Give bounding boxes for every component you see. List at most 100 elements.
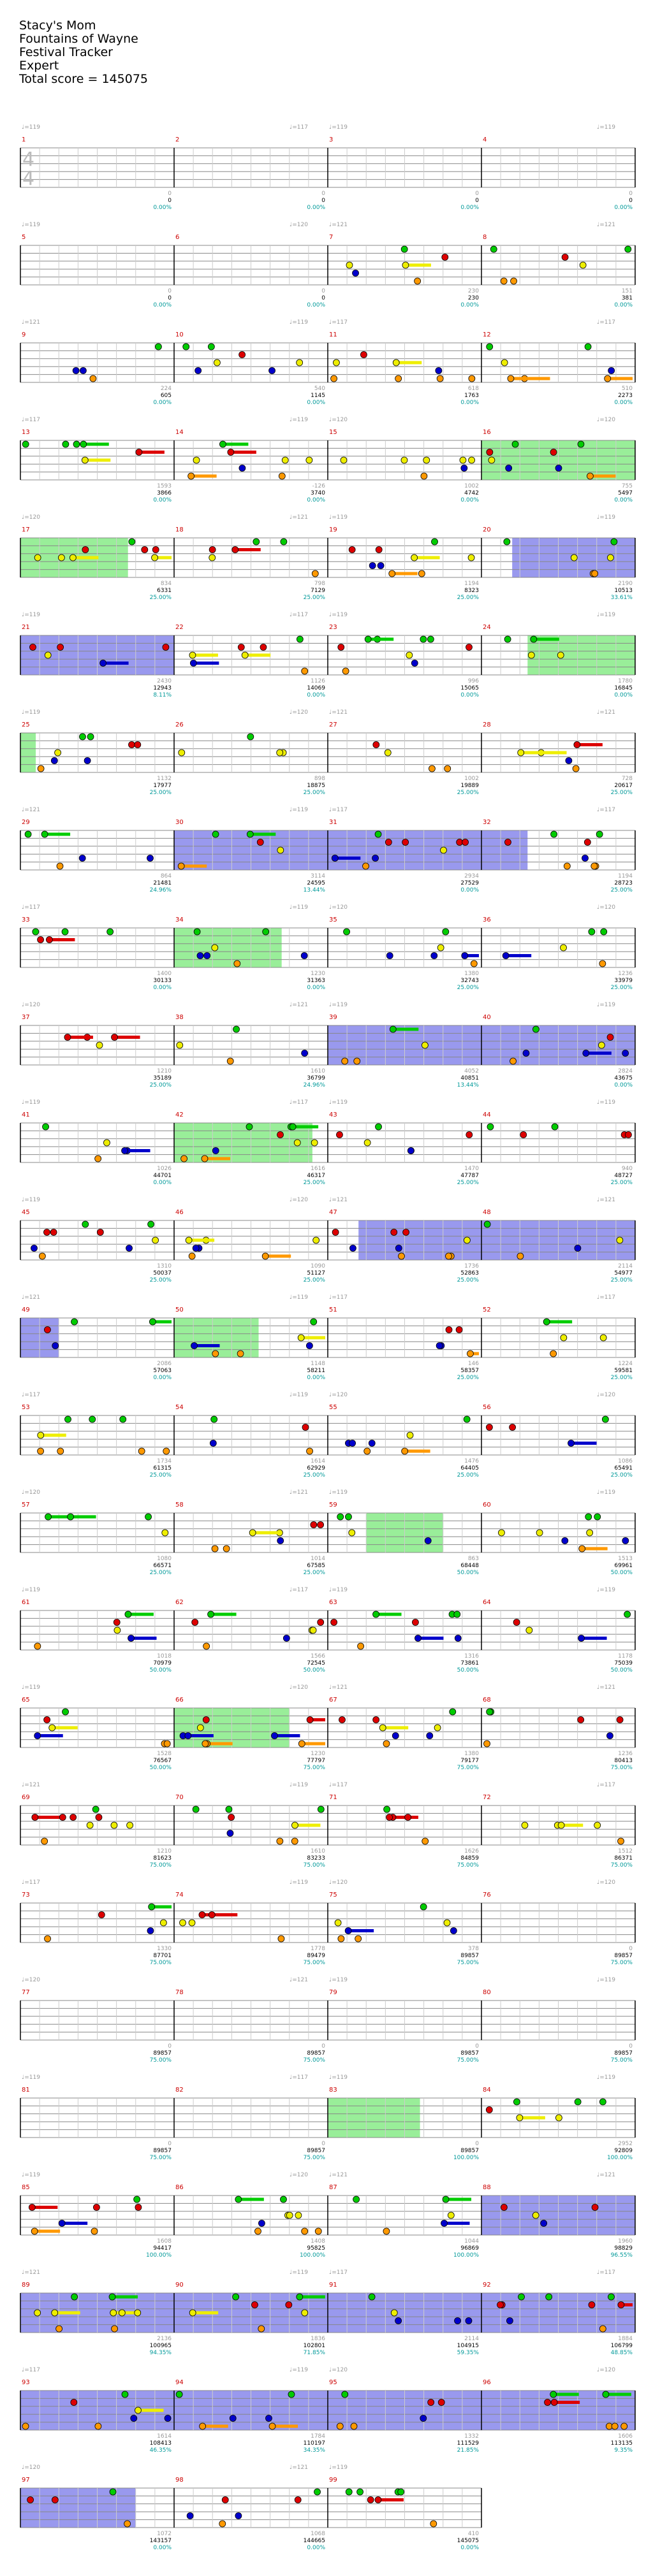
overdrive-percent: 0.00% xyxy=(153,985,172,991)
cumulative-score: 89479 xyxy=(307,1953,325,1959)
measure-notes-score: 1476 xyxy=(464,1458,479,1465)
note-gem xyxy=(286,2211,293,2219)
note-gem xyxy=(55,2325,62,2333)
note-gem xyxy=(372,1716,380,1723)
note-gem xyxy=(342,667,349,675)
measure-number: 14 xyxy=(175,429,184,436)
note-gem xyxy=(363,1139,371,1147)
cumulative-score: 111529 xyxy=(457,2440,480,2447)
measure-notes-score: 0 xyxy=(168,191,172,197)
overdrive-percent: 75.00% xyxy=(611,1960,633,1966)
note-gem xyxy=(59,1814,66,1821)
measure-number: 82 xyxy=(175,2087,184,2094)
overdrive-region xyxy=(527,635,635,675)
note-gem xyxy=(219,440,226,448)
overdrive-percent: 0.00% xyxy=(614,692,633,698)
note-gem xyxy=(268,367,275,374)
note-gem xyxy=(336,1131,343,1138)
overdrive-percent: 100.00% xyxy=(453,2155,479,2161)
note-gem xyxy=(91,2227,98,2235)
note-gem xyxy=(454,2317,461,2324)
note-gem xyxy=(163,1447,170,1455)
note-gem xyxy=(79,367,87,374)
measure-notes-score: 0 xyxy=(168,2043,172,2050)
measure-number: 88 xyxy=(483,2184,491,2191)
overdrive-percent: 25.00% xyxy=(611,790,633,796)
note-gem xyxy=(420,635,427,643)
tempo-marker: ♩=120 xyxy=(22,1002,40,1008)
note-gem xyxy=(504,635,511,643)
note-gem xyxy=(504,839,511,846)
cumulative-score: 64405 xyxy=(460,1465,479,1472)
note-gem xyxy=(334,1919,342,1927)
cumulative-score: 21481 xyxy=(153,880,172,886)
measure-notes-score: 0 xyxy=(629,191,633,197)
measure-notes-score: 0 xyxy=(168,2141,172,2147)
note-gem xyxy=(411,554,418,561)
measure-number: 9 xyxy=(22,331,26,338)
note-gem xyxy=(374,2496,382,2503)
note-gem xyxy=(420,472,428,480)
cumulative-score: 95825 xyxy=(307,2245,325,2252)
note-gem xyxy=(34,1642,41,1650)
tempo-marker: ♩=121 xyxy=(22,1782,40,1788)
overdrive-percent: 96.55% xyxy=(611,2252,633,2259)
overdrive-region xyxy=(481,830,528,870)
measure-notes-score: 1194 xyxy=(464,581,479,587)
note-gem xyxy=(207,1610,214,1618)
measure-notes-score: 0 xyxy=(321,2141,325,2147)
overdrive-percent: 25.00% xyxy=(304,1180,326,1186)
measure-number: 68 xyxy=(483,1697,491,1704)
overdrive-percent: 25.00% xyxy=(457,1472,480,1479)
tempo-marker: ♩=117 xyxy=(22,904,40,911)
cumulative-score: 6331 xyxy=(157,588,172,594)
measure-notes-score: 1780 xyxy=(618,678,633,684)
note-gem xyxy=(339,1716,346,1723)
note-gem xyxy=(341,2391,349,2398)
measure-notes-score: 1960 xyxy=(618,2238,633,2245)
tempo-marker: ♩=121 xyxy=(329,709,348,716)
measure-number: 19 xyxy=(329,526,337,533)
tempo-marker: ♩=121 xyxy=(22,319,40,326)
note-gem xyxy=(565,757,573,764)
tempo-marker: ♩=120 xyxy=(597,2367,615,2373)
measure-notes-score: 2952 xyxy=(618,2141,633,2147)
note-gem xyxy=(124,1610,132,1618)
note-gem xyxy=(209,546,216,553)
measure-number: 94 xyxy=(175,2379,184,2386)
overdrive-percent: 0.00% xyxy=(153,1375,172,1381)
measure-number: 16 xyxy=(483,429,491,436)
tempo-marker: ♩=120 xyxy=(290,2172,308,2178)
tempo-marker: ♩=121 xyxy=(597,222,615,228)
measure-notes-score: 940 xyxy=(622,1166,633,1172)
measure-number: 75 xyxy=(329,1892,337,1899)
note-gem xyxy=(414,277,422,285)
cumulative-score: 50037 xyxy=(153,1270,172,1277)
note-gem xyxy=(460,465,468,472)
cumulative-score: 102801 xyxy=(304,2343,325,2349)
note-gem xyxy=(258,2220,265,2227)
measure-number: 30 xyxy=(175,819,184,826)
overdrive-percent: 0.00% xyxy=(153,2545,172,2551)
note-gem xyxy=(450,1927,457,1934)
overdrive-percent: 25.00% xyxy=(150,595,172,601)
note-gem xyxy=(574,1245,582,1252)
note-gem xyxy=(163,1740,171,1747)
note-gem xyxy=(509,1424,516,1431)
note-gem xyxy=(490,245,497,253)
note-gem xyxy=(241,651,249,659)
note-gem xyxy=(420,1903,427,1911)
measure-number: 3 xyxy=(329,136,333,143)
measure-number: 26 xyxy=(175,721,184,728)
measure-notes-score: 1408 xyxy=(311,2238,325,2245)
note-gem xyxy=(608,367,615,374)
note-gem xyxy=(392,1732,399,1739)
measure-notes-score: 0 xyxy=(629,1946,633,1952)
measure-notes-score: 1080 xyxy=(157,1556,172,1562)
overdrive-percent: 9.35% xyxy=(614,2447,633,2454)
cumulative-score: 96869 xyxy=(460,2245,479,2252)
overdrive-percent: 75.00% xyxy=(304,2155,326,2161)
note-gem xyxy=(226,1830,234,1837)
cumulative-score: 605 xyxy=(161,393,172,399)
measure-notes-score: 1026 xyxy=(157,1166,172,1172)
